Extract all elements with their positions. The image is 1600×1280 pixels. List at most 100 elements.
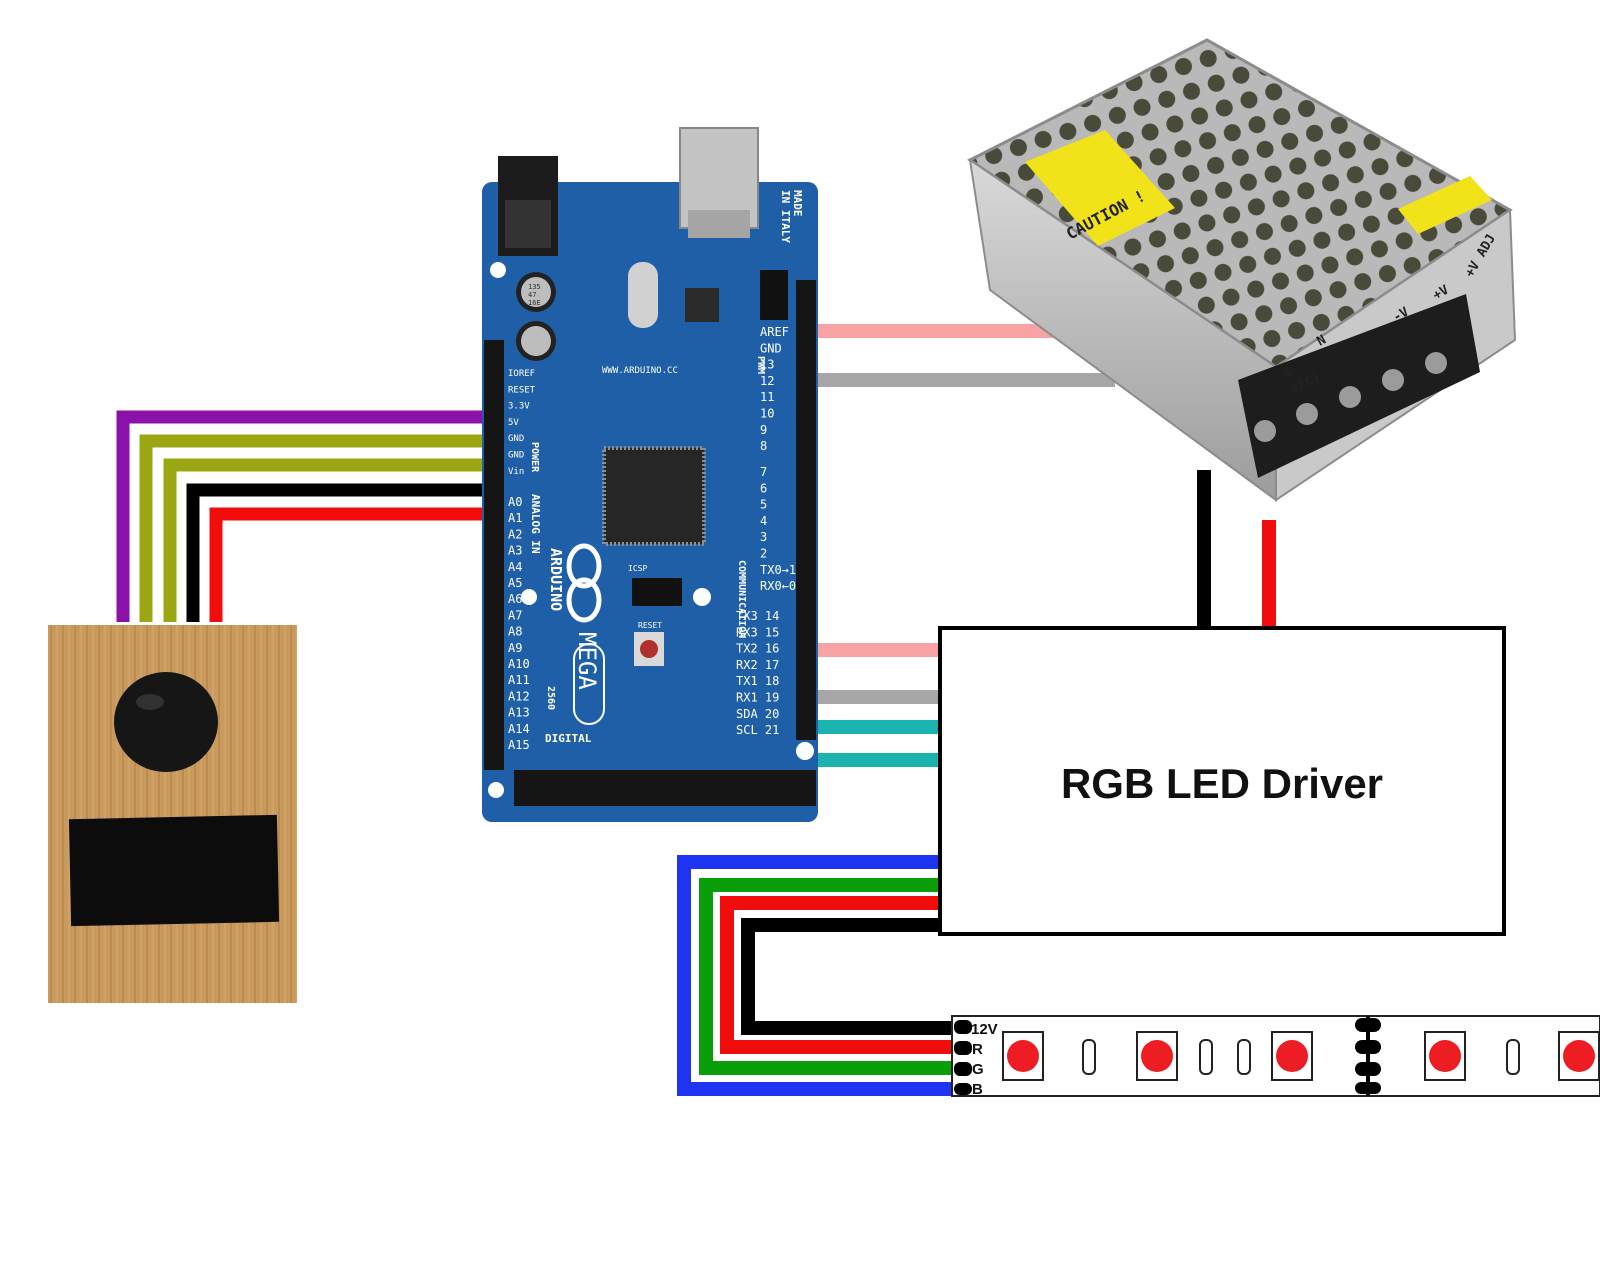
comm-pin-label: RX2 17	[736, 658, 779, 672]
comm-pin-label: SCL 21	[736, 723, 779, 737]
wood-sensor-block	[48, 625, 297, 1003]
pwm-pin-label: 12	[760, 374, 774, 388]
power-pin-label: GND	[508, 434, 524, 444]
pwm-pin-label: RX0←0	[760, 579, 796, 593]
pwm-pin-label: 3	[760, 530, 767, 544]
psu-terminal-label: -V	[1391, 305, 1412, 326]
analog-pin-label: A6	[508, 592, 522, 606]
analog-pin-label: A12	[508, 689, 530, 703]
analog-pin-label: A8	[508, 625, 522, 639]
analog-pin-label: A7	[508, 608, 522, 622]
caution-label	[1025, 130, 1175, 246]
icsp-header	[632, 578, 682, 606]
led	[1271, 1031, 1313, 1081]
wire-olive-2	[163, 458, 482, 622]
made-in-label: MADE	[791, 190, 804, 217]
analog-pin-label: A11	[508, 673, 530, 687]
strip-resistors	[1082, 1039, 1520, 1075]
wire-blue-strip	[677, 855, 962, 1096]
analog-pin-label: A5	[508, 576, 522, 590]
pwm-pin-label: 13	[760, 358, 774, 372]
comm-pin-label: SDA 20	[736, 707, 779, 721]
pwm-pin-label: TX0→1	[760, 563, 796, 577]
pwm-pin-label: AREF	[760, 325, 789, 339]
digital-header	[514, 770, 816, 806]
analog-pin-label: A15	[508, 738, 530, 752]
pwm-section-label: PWM	[755, 356, 766, 374]
capacitor-text: 47	[528, 291, 536, 299]
analog-section-label: ANALOG IN	[529, 494, 542, 554]
sensor-knob	[114, 672, 218, 772]
sensor-wires	[116, 410, 482, 622]
wire-purple	[116, 410, 482, 622]
sensor-plate	[68, 814, 280, 927]
led	[1558, 1031, 1600, 1081]
wire-green-strip	[699, 878, 962, 1075]
strip-leds	[1002, 1031, 1600, 1081]
strip-pin-g: G	[972, 1061, 984, 1078]
strip-pin-labels: 12V R G B	[971, 1021, 998, 1098]
pwm-pin-label: 8	[760, 439, 767, 453]
analog-pin-label: A3	[508, 544, 522, 558]
power-pin-label: GND	[508, 451, 524, 461]
analog-pin-label: A4	[508, 560, 522, 574]
power-wires	[1197, 470, 1276, 628]
arduino-brand: ARDUINO	[547, 548, 565, 611]
comm-pin-label: RX3 15	[736, 625, 779, 639]
mcu-chip	[602, 446, 706, 546]
driver-label: RGB LED Driver	[1060, 760, 1384, 807]
power-section-label: POWER	[529, 442, 540, 473]
capacitors	[516, 272, 556, 361]
pwm-pin-label: GND	[760, 341, 782, 355]
arduino-url: WWW.ARDUINO.CC	[602, 366, 678, 376]
pwm-pin-label: 7	[760, 465, 767, 479]
power-supply-unit	[967, 38, 1517, 502]
pwm-pin-label: 11	[760, 390, 774, 404]
arduino-model: MEGA	[573, 632, 601, 690]
comm-pin-label: RX1 19	[736, 691, 779, 705]
pwm-pin-label: 2	[760, 547, 767, 561]
wire-red-strip	[720, 896, 962, 1054]
wire-red	[209, 507, 482, 622]
power-pin-label: Vin	[508, 467, 524, 477]
pwm-pin-label: 6	[760, 481, 767, 495]
digital-label: DIGITAL	[545, 732, 592, 745]
led-strip: 12V R G B	[951, 1015, 1600, 1098]
made-in-label-2: IN ITALY	[779, 190, 792, 243]
comm-pin-label: TX3 14	[736, 609, 779, 623]
arduino-mega-board	[482, 127, 818, 822]
power-pin-label: RESET	[508, 385, 536, 395]
driver-signal-wires	[818, 643, 940, 767]
rgb-led-driver-box: RGB LED Driver	[938, 626, 1506, 936]
arduino-model-number: 2560	[545, 686, 556, 710]
analog-pin-label: A1	[508, 511, 522, 525]
strip-pin-12v: 12V	[971, 1021, 998, 1038]
wire-olive-1	[139, 434, 482, 622]
psu-terminal-label: +V	[1431, 283, 1452, 304]
wire-black	[186, 483, 482, 622]
led	[1136, 1031, 1178, 1081]
capacitor-text: 135	[528, 283, 541, 291]
strip-cut-point	[1355, 1016, 1381, 1096]
led	[1424, 1031, 1466, 1081]
comm-pin-label: TX1 18	[736, 674, 779, 688]
led	[1002, 1031, 1044, 1081]
comm-pin-label: TX2 16	[736, 642, 779, 656]
analog-pin-label: A10	[508, 657, 530, 671]
power-pin-label: 5V	[508, 418, 519, 428]
strip-wires	[677, 855, 962, 1096]
psu-signal-wires	[818, 324, 1115, 387]
reset-label: RESET	[638, 621, 662, 630]
analog-pin-label: A0	[508, 495, 522, 509]
analog-pin-label: A13	[508, 706, 530, 720]
power-pin-label: 3.3V	[508, 402, 530, 412]
comm-section-label: COMMUNICATION	[736, 560, 747, 638]
wire-black-strip	[741, 918, 962, 1035]
pwm-pin-label: 4	[760, 514, 767, 528]
strip-pin-r: R	[972, 1041, 983, 1058]
power-pin-label: IOREF	[508, 369, 535, 379]
arduino-logo-icon	[566, 543, 602, 623]
pwm-pin-label: 10	[760, 407, 774, 421]
pwm-pin-label: 9	[760, 423, 767, 437]
